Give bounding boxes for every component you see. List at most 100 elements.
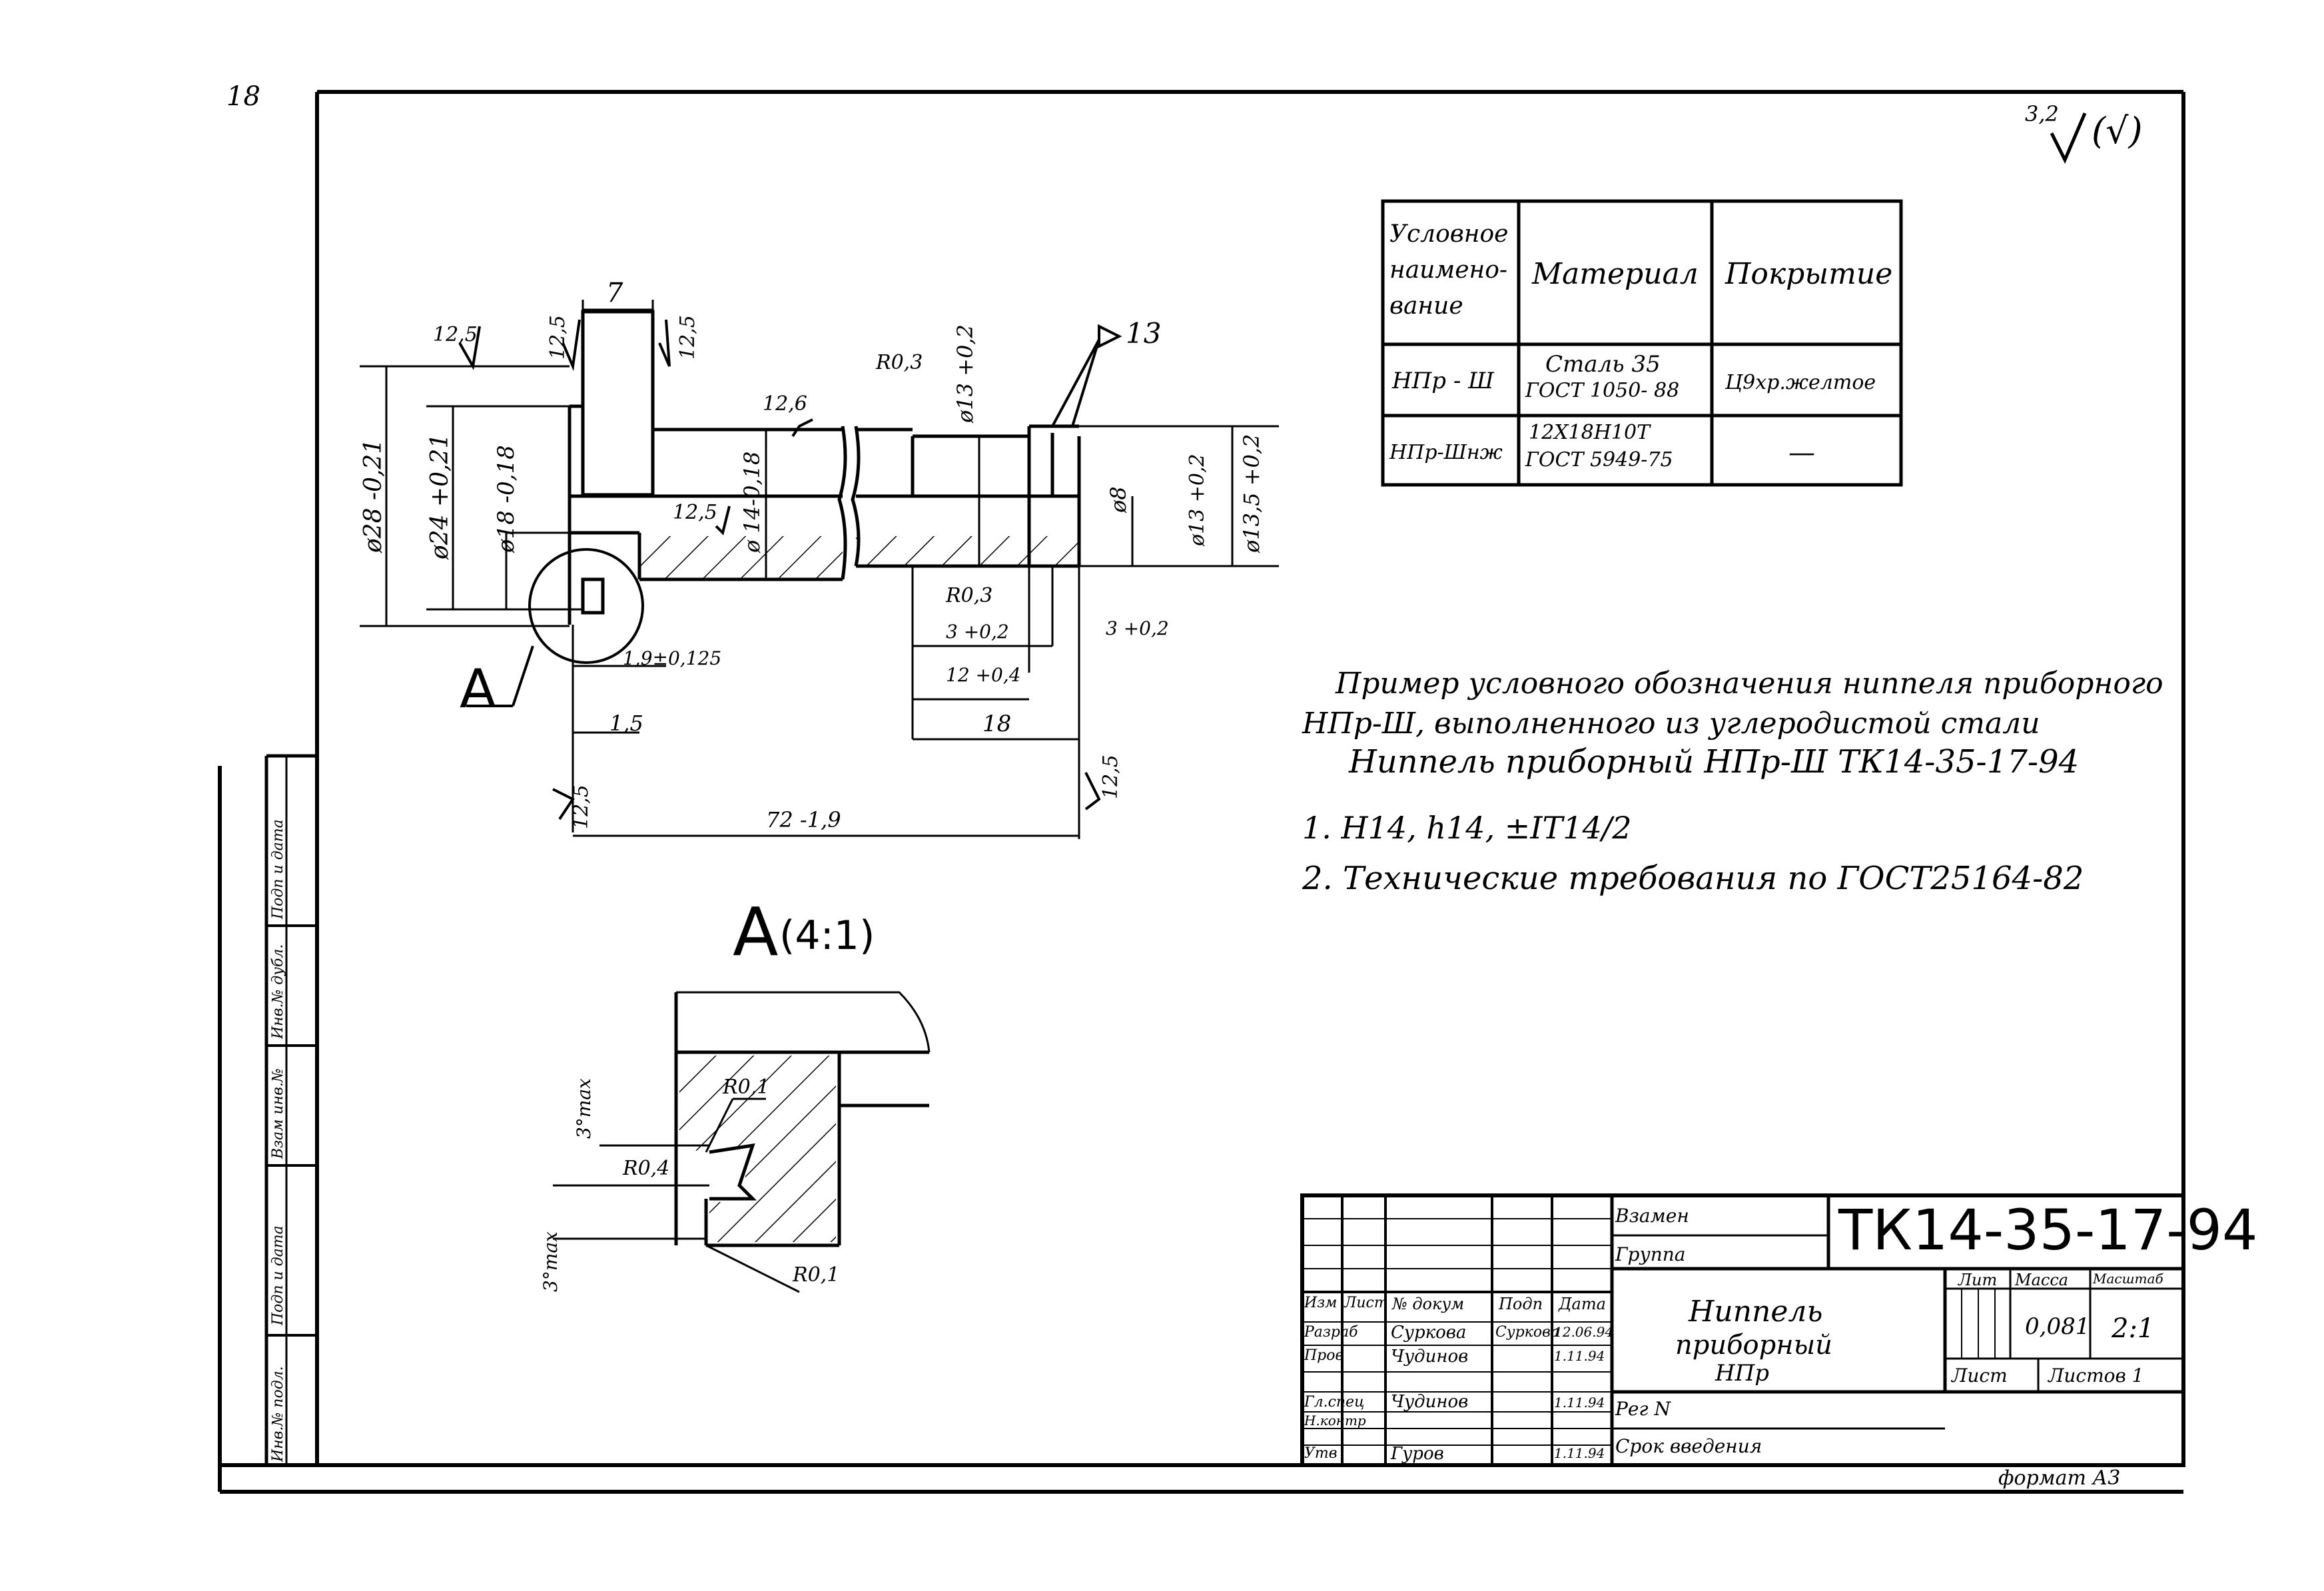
dim-len3-a: 3 +0,2	[946, 621, 1009, 643]
dim-r12-5-a: 12,5	[546, 315, 570, 360]
spec-row2-material-2: ГОСТ 5949-75	[1525, 448, 1673, 472]
tb-col-doc: № докум	[1392, 1295, 1465, 1313]
tb-scale-hdr: Масштаб	[2093, 1271, 2163, 1287]
tb-role-nkontr: Н.контр	[1304, 1413, 1366, 1429]
tb-replaced: Взамен	[1615, 1205, 1689, 1227]
dim-r12-5-b: 12,5	[676, 315, 699, 360]
dim-d24: ø24 +0,21	[426, 433, 454, 559]
tb-col-izm: Изм	[1304, 1295, 1338, 1311]
detail-r01-b: R0,1	[793, 1263, 840, 1287]
tb-mass-value: 0,081	[2025, 1313, 2090, 1340]
side-stamp-3: Взам инв.№	[270, 1068, 286, 1159]
dim-d13: ø13 +0,2	[953, 324, 978, 423]
detail-view	[674, 991, 931, 1247]
dim-r12-5-f: 12,5	[1099, 755, 1122, 799]
tb-group: Группа	[1615, 1243, 1686, 1265]
tb-person-2: Чудинов	[1391, 1347, 1469, 1367]
dim-d13-5: ø13,5 +0,2	[1239, 434, 1264, 553]
dim-d8: ø8	[1106, 486, 1131, 513]
dim-len1-9: 1,9±0,125	[623, 647, 722, 669]
dim-d13b: ø13 +0,2	[1186, 454, 1209, 546]
dim-r12-5-e: 12,5	[570, 785, 593, 829]
view-label-a: А	[460, 658, 496, 720]
spec-row1-name: НПр - Ш	[1392, 368, 1494, 394]
tb-role-prov: Пров	[1304, 1347, 1344, 1364]
note-line-2: НПр-Ш, выполненного из углеродистой стал…	[1302, 707, 2040, 741]
roughness-value: 3,2	[2025, 101, 2059, 127]
spec-header-name: Условное наимено-вание	[1389, 220, 1509, 320]
tb-date-1: 12.06.94	[1554, 1324, 1614, 1340]
tb-role-utv: Утв	[1304, 1445, 1338, 1462]
roughness-paren: (√)	[2092, 110, 2143, 152]
tb-role-razrab: Разраб	[1304, 1324, 1358, 1341]
tb-person-3: Чудинов	[1391, 1392, 1469, 1412]
dim-len3-b: 3 +0,2	[1106, 617, 1169, 639]
tb-code: ТК14-35-17-94	[1838, 1197, 2258, 1263]
tb-col-list: Лист	[1344, 1295, 1388, 1311]
spec-header-coating: Покрытие	[1725, 257, 1893, 291]
tb-sheet: Лист	[1952, 1365, 2008, 1387]
tb-date-3: 1.11.94	[1554, 1395, 1605, 1411]
spec-table-lines	[1381, 199, 1903, 487]
dim-d28: ø28 -0,21	[360, 438, 387, 553]
detail-r04: R0,4	[623, 1157, 670, 1180]
spec-row2-material-1: 12Х18Н10Т	[1529, 421, 1651, 444]
tb-scale-value: 2:1	[2112, 1313, 2155, 1344]
part-section	[568, 310, 1081, 625]
spec-row1-coating: Ц9хр.желтое	[1725, 371, 1876, 394]
dim-r12-5: 12,5	[433, 323, 478, 346]
spec-header-material: Материал	[1532, 257, 1699, 291]
tb-col-date: Дата	[1559, 1295, 1606, 1313]
dim-rough13: 13	[1126, 317, 1162, 350]
roughness-marks	[458, 319, 1122, 820]
spec-row1-material-2: ГОСТ 1050- 88	[1525, 379, 1680, 402]
frame	[218, 90, 2185, 1494]
dim-len1-5: 1,5	[609, 711, 643, 736]
tb-date-4: 1.11.94	[1554, 1445, 1605, 1461]
tb-sheets: Листов 1	[2048, 1365, 2144, 1387]
dimension-lines	[360, 300, 1279, 839]
tb-name-1: Ниппель	[1689, 1295, 1823, 1329]
tb-lit: Лит	[1958, 1271, 1998, 1289]
tb-sign-1: Суркова	[1495, 1324, 1559, 1341]
dim-d14: ø 14-0,18	[739, 451, 765, 553]
detail-scale: (4:1)	[779, 912, 875, 959]
requirement-1: 1. Н14, h14, ±IT14/2	[1302, 810, 1632, 846]
detail-r01-a: R0,1	[723, 1076, 770, 1099]
dim-w7: 7	[606, 278, 623, 308]
side-stamp-5: Подп и дата	[270, 819, 286, 919]
dim-r03-a: R0,3	[876, 351, 923, 374]
tb-date-2: 1.11.94	[1554, 1348, 1605, 1364]
format-label: формат А3	[1998, 1466, 2121, 1490]
detail-title: А	[733, 893, 779, 971]
dim-r12-6: 12,6	[763, 392, 807, 416]
note-line-1: Пример условного обозначения ниппеля при…	[1336, 667, 2163, 701]
spec-row1-material-1: Сталь 35	[1545, 351, 1661, 378]
tb-term: Срок введения	[1615, 1435, 1762, 1457]
dim-len18: 18	[982, 711, 1012, 737]
title-block-lines	[1300, 1193, 2185, 1467]
side-stamp-2: Подп и дата	[270, 1225, 286, 1325]
tb-name-3: НПр	[1715, 1360, 1770, 1387]
spec-row2-coating: —	[1788, 438, 1815, 468]
tb-person-1: Суркова	[1391, 1323, 1467, 1343]
detail-3max-a: 3°max	[573, 1078, 595, 1139]
tb-person-4: Гуров	[1391, 1444, 1444, 1464]
roughness-check-icon	[2050, 113, 2087, 164]
side-stamp-1: Инв.№ подл.	[270, 1366, 286, 1462]
dim-len12: 12 +0,4	[946, 664, 1021, 686]
dim-r12-5-d: 12,5	[673, 501, 717, 524]
spec-row2-name: НПр-Шнж	[1389, 441, 1503, 464]
dim-len72: 72 -1,9	[766, 807, 841, 832]
tb-name-2: приборный	[1675, 1330, 1832, 1361]
tb-reg: Рег N	[1615, 1398, 1671, 1420]
tb-role-glspec: Гл.спец	[1304, 1394, 1365, 1411]
side-stamp-4: Инв.№ дубл.	[270, 944, 286, 1039]
requirement-2: 2. Технические требования по ГОСТ25164-8…	[1302, 860, 2084, 897]
tb-col-sign: Подп	[1499, 1295, 1543, 1313]
detail-3max-b: 3°max	[540, 1231, 562, 1292]
tb-mass: Масса	[2015, 1271, 2069, 1289]
page-number: 18	[226, 81, 260, 112]
dim-r03-b: R0,3	[946, 584, 993, 607]
